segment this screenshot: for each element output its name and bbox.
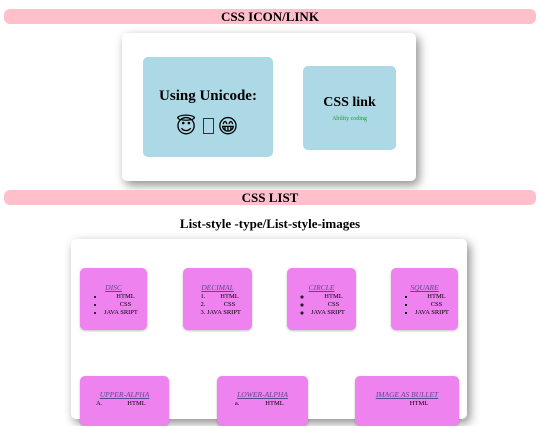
list-box-title[interactable]: CIRCLE <box>308 283 335 292</box>
list-item: JAVA SRIPT <box>104 309 147 317</box>
list-item: HTML <box>104 400 169 408</box>
list-item: HTML <box>241 400 308 408</box>
disc-list-box: DISC HTML CSS JAVA SRIPT <box>80 268 147 330</box>
list-styles-card: DISC HTML CSS JAVA SRIPT DECIMAL HTML CS… <box>71 239 467 426</box>
smiling-halo-emoji-icon: 😇 <box>175 114 199 138</box>
list-item: HTML <box>415 293 458 301</box>
list-item: CSS <box>207 301 252 309</box>
list-item: HTML <box>207 293 252 301</box>
list-subtitle: List-style -type/List-style-images <box>179 216 361 231</box>
square-list-box: SQUARE HTML CSS JAVA SRIPT <box>391 268 458 330</box>
icon-link-card: Using Unicode: 😇😁 CSS link Ability codin… <box>122 33 416 181</box>
list-item: HTML <box>311 293 356 301</box>
unicode-heading: Using Unicode: <box>159 88 257 104</box>
list-item: CSS <box>311 301 356 309</box>
ability-coding-link[interactable]: Ability coding <box>332 116 367 122</box>
section-title: CSS ICON/LINK <box>221 9 319 24</box>
unicode-box: Using Unicode: 😇😁 <box>143 57 273 157</box>
list-item: JAVA SRIPT <box>415 309 458 317</box>
list-item: JAVA SRIPT <box>311 309 356 317</box>
grinning-emoji-icon: 😁 <box>217 114 241 138</box>
image-bullet-list-box: IMAGE AS BULLET HTML <box>355 376 459 426</box>
section-title: CSS LIST <box>241 190 299 205</box>
list-item: CSS <box>415 301 458 309</box>
list-box-title[interactable]: SQUARE <box>410 283 439 292</box>
list-box-title[interactable]: DECIMAL <box>201 283 234 292</box>
emoji-row: 😇😁 <box>143 114 273 138</box>
list-box-title[interactable]: DISC <box>105 283 122 292</box>
section-bar-icon-link: CSS ICON/LINK <box>4 9 536 24</box>
section-bar-css-list: CSS LIST <box>4 190 536 205</box>
list-item: HTML <box>104 293 147 301</box>
missing-glyph-icon <box>202 118 214 134</box>
list-item: HTML <box>409 400 429 407</box>
list-box-title[interactable]: UPPER-ALPHA <box>99 390 150 399</box>
list-box-title[interactable]: LOWER-ALPHA <box>237 390 288 399</box>
list-item: CSS <box>104 301 147 309</box>
lower-alpha-list-box: LOWER-ALPHA HTML <box>217 376 308 426</box>
css-link-heading: CSS link <box>323 95 376 110</box>
upper-alpha-list-box: UPPER-ALPHA HTML <box>80 376 169 426</box>
circle-list-box: CIRCLE HTML CSS JAVA SRIPT <box>287 268 356 330</box>
css-link-box: CSS link Ability coding <box>303 66 396 150</box>
list-item: JAVA SRIPT <box>207 309 252 317</box>
list-box-title[interactable]: IMAGE AS BULLET <box>375 390 439 399</box>
decimal-list-box: DECIMAL HTML CSS JAVA SRIPT <box>183 268 252 330</box>
